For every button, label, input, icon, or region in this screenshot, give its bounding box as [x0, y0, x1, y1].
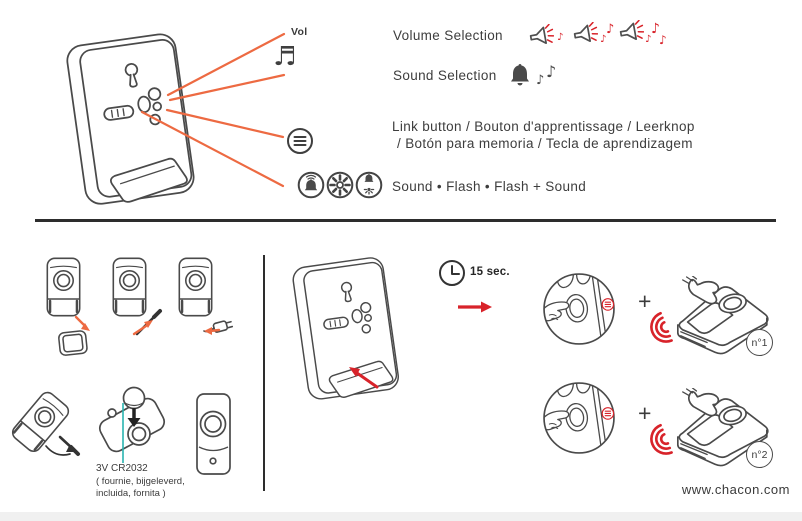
receiver-pairing-art [290, 255, 492, 402]
speaker-mid-icon: ♪ ♪ [572, 22, 614, 45]
svg-text:♪: ♪ [600, 34, 606, 45]
battery-note-line2: incluida, fornita ) [96, 488, 166, 499]
transmitter-assembly-art [8, 257, 234, 475]
open-case [98, 397, 166, 453]
svg-text:♪: ♪ [546, 62, 556, 81]
sound-mode-icon [297, 171, 325, 199]
sound-selection-label: Sound Selection [393, 68, 497, 83]
svg-text:♪: ♪ [651, 21, 660, 37]
receiver-back-art [64, 31, 286, 207]
footer-strip [0, 512, 802, 521]
link-button-icon [287, 128, 313, 154]
speaker-high-icon: ♪ ♪ ♪ [618, 20, 667, 47]
plus-sign-1: + [638, 288, 652, 314]
vertical-divider [263, 255, 265, 491]
tilted-transmitter [8, 388, 73, 456]
flash-mode-icon [326, 171, 354, 199]
svg-text:♪: ♪ [536, 73, 544, 88]
horizontal-divider [35, 219, 776, 222]
mode-icons [297, 171, 383, 199]
battery-note-line1: ( fournie, bijgeleverd, [96, 476, 185, 487]
next-step-arrow [458, 301, 492, 313]
transmitter-1-badge: n°1 [746, 329, 773, 356]
link-press-detail-2 [542, 372, 614, 453]
svg-text:♪: ♪ [645, 34, 651, 45]
transmitter-2-badge: n°2 [746, 441, 773, 468]
svg-text:♪: ♪ [659, 33, 667, 47]
vol-label: Vol [291, 26, 308, 38]
plug-arrow [204, 327, 221, 335]
svg-text:♪: ♪ [606, 22, 614, 37]
timer-label: 15 sec. [470, 266, 510, 278]
front-cover [196, 393, 231, 475]
battery-type: 3V CR2032 [96, 463, 148, 474]
slide-cover-arrow [74, 315, 90, 331]
plus-sign-2: + [638, 400, 652, 426]
link-press-detail-1 [542, 263, 614, 344]
modes-label: Sound • Flash • Flash + Sound [392, 179, 587, 194]
speaker-low-icon: ♪ [528, 24, 563, 47]
volume-selection-label: Volume Selection [393, 28, 503, 43]
press-stand-arrow [349, 367, 379, 389]
callout-lines [140, 32, 286, 188]
pry-arrow [132, 320, 153, 336]
volume-level-icons: ♪ ♪ ♪ ♪ ♪ ♪ [528, 20, 667, 47]
link-button-label-line2: / Botón para memoria / Tecla de aprendiz… [397, 136, 693, 151]
svg-text:♪: ♪ [557, 32, 563, 43]
coin-battery [122, 386, 146, 427]
pairing-rows-art [530, 240, 770, 467]
music-note-icon: ♬ [273, 42, 297, 72]
bell-notes-icon: ♪ ♪ [511, 62, 556, 88]
website-url: www.chacon.com [681, 482, 790, 497]
clock-icon [439, 260, 465, 286]
link-button-label-line1: Link button / Bouton d'apprentissage / L… [392, 119, 695, 134]
flash-sound-mode-icon [355, 171, 383, 199]
open-tool [45, 435, 80, 456]
